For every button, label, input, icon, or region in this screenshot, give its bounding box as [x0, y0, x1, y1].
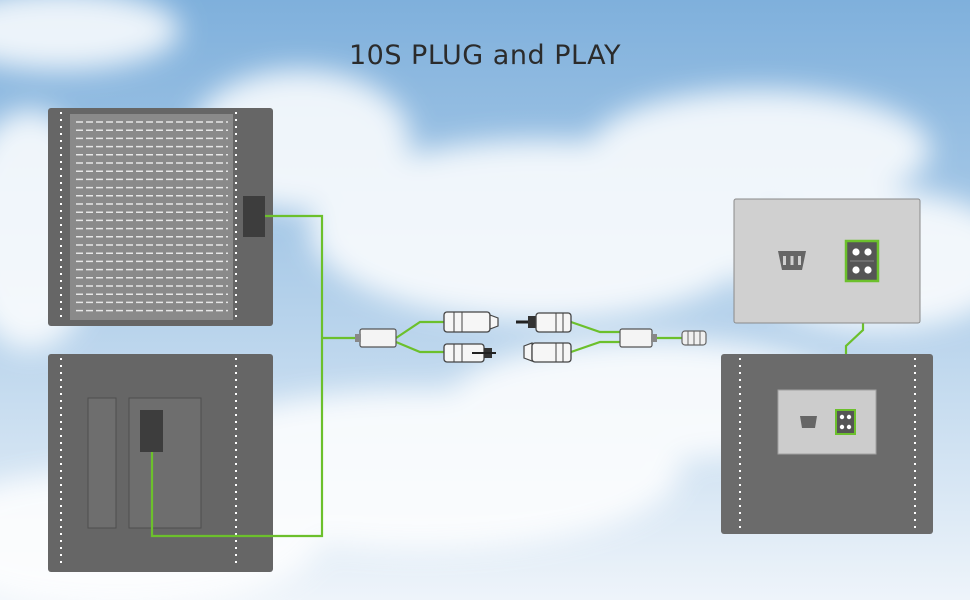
power-station-body — [721, 354, 933, 534]
mc4-connector-icon — [516, 312, 572, 333]
dc-plug — [681, 330, 707, 346]
power-station-panel — [733, 198, 921, 324]
y-splitter-left — [355, 328, 397, 348]
solar-panel-front — [48, 108, 273, 326]
mc4-connector-icon — [523, 342, 572, 363]
page-title: 10S PLUG and PLAY — [348, 40, 621, 71]
junction-box — [243, 196, 265, 237]
dc-port-icon — [844, 239, 880, 283]
ac-outlet-icon — [778, 251, 806, 270]
y-splitter-right — [619, 328, 657, 348]
mc4-connector-icon — [443, 343, 496, 363]
solar-panel-back — [48, 354, 273, 572]
dc-port-icon — [835, 409, 856, 435]
ac-outlet-icon — [800, 416, 817, 428]
junction-box-back — [140, 410, 163, 452]
mc4-connector-icon — [443, 311, 499, 333]
